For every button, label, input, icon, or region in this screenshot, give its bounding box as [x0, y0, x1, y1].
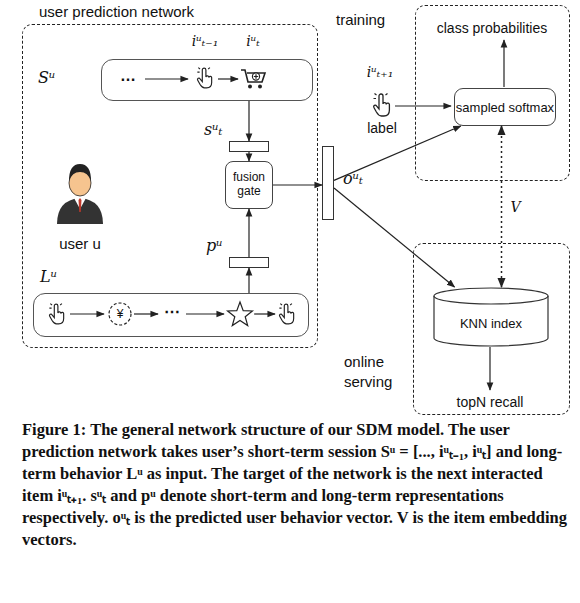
sequence-arrow [186, 313, 224, 314]
user-icon [57, 164, 103, 224]
connector-arrow [273, 184, 322, 185]
click-icon [374, 94, 390, 117]
cart-icon [241, 70, 265, 89]
session-box: Sᵘ [101, 59, 313, 101]
node-text: sᵘₜ [204, 120, 223, 139]
label-text: ¥ [117, 307, 124, 321]
node-text: fusion gate [226, 171, 272, 199]
serving-frame: KNN indexonline serving [413, 243, 570, 415]
sequence-arrow [70, 313, 104, 314]
cylinder-body [434, 288, 548, 346]
fusion-gate: fusion gate [225, 161, 273, 209]
label-text: iᵘₜ [246, 33, 260, 49]
connector-arrow [334, 188, 455, 287]
label-text: … [120, 67, 136, 85]
connector-arrow [248, 268, 249, 293]
node-text: oᵘₜ [343, 169, 363, 188]
label-text: ⋯ [164, 302, 180, 321]
icon-part [69, 164, 91, 181]
coin-icon [109, 303, 131, 325]
sequence-arrow [145, 78, 188, 79]
node-text: online serving [344, 352, 404, 393]
node-text: Lᵘ [40, 267, 57, 286]
connector-arrow [248, 152, 249, 161]
label-text: topN recall [457, 394, 524, 410]
icon-part [79, 198, 82, 212]
softmax-box: sampled softmax [454, 88, 556, 126]
output-arrow [503, 40, 504, 87]
output-arrow [489, 347, 490, 390]
star-icon [228, 302, 253, 326]
node-text: pᵘ [206, 236, 223, 255]
training-frame: sampled softmaxtraining [415, 5, 570, 181]
behavior-box: Lᵘ [33, 293, 309, 337]
caption: Figure 1: The general network structure … [22, 419, 568, 551]
label-text: label [367, 120, 397, 136]
sequence-arrow [218, 78, 238, 79]
cylinder-rim [434, 296, 548, 304]
connector-arrow [334, 126, 461, 180]
vector-bar: pᵘ [229, 257, 269, 268]
node-text: KNN index [460, 304, 522, 331]
network-frame: Sᵘsᵘₜfusion gatepᵘLᵘuser prediction netw… [22, 24, 318, 348]
label-text: iᵘₜ₋₁ [192, 33, 219, 49]
click-icon [197, 68, 211, 88]
output-vector: oᵘₜ [322, 146, 334, 220]
sequence-arrow [134, 313, 158, 314]
knn-index: KNN index [433, 287, 549, 347]
node-text: sampled softmax [456, 100, 554, 115]
label-text: user u [59, 235, 101, 252]
edge-label: V [510, 199, 520, 215]
connector-arrow [248, 209, 249, 257]
label-text: iᵘₜ₊₁ [367, 64, 394, 80]
connector-arrow [501, 126, 503, 287]
node-text: user prediction network [39, 3, 194, 20]
label-text: class probabilities [437, 20, 548, 36]
click-icon [49, 304, 63, 324]
click-icon [279, 304, 293, 324]
connector-arrow [248, 101, 249, 141]
icon-part [57, 198, 103, 224]
vector-bar: sᵘₜ [229, 141, 269, 152]
node-text: training [336, 11, 385, 28]
node-text: Sᵘ [38, 68, 55, 87]
label-arrow [395, 105, 451, 106]
sequence-arrow [254, 313, 275, 314]
